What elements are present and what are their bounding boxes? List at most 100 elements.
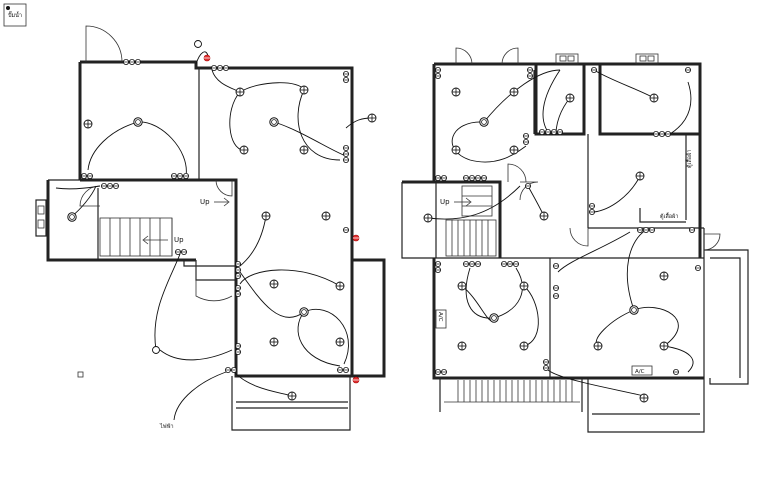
wire [669, 81, 692, 135]
ground-floor-plan: Up Up [35, 25, 386, 431]
meter-label: ไฟฟ้า [159, 423, 174, 430]
wire [154, 253, 181, 351]
wall [401, 182, 434, 259]
door-swing [215, 179, 233, 197]
legend: ปั๊มน้ำ [3, 3, 27, 27]
ac-label-2: A/C [631, 365, 653, 376]
wall [639, 208, 686, 223]
wire [303, 308, 349, 365]
wall-light-icon [451, 87, 461, 97]
ceiling-light-icon [629, 305, 639, 315]
wire [297, 89, 341, 161]
wall [46, 180, 196, 262]
wire [239, 82, 305, 93]
meter-box [35, 199, 47, 237]
wire [595, 309, 635, 347]
door-swing [569, 227, 589, 247]
wardrobe-label: ตู้เสื้อผ้า [660, 212, 678, 220]
stair-1 [99, 217, 173, 257]
door-swing [507, 163, 527, 183]
door-swing [85, 25, 123, 63]
wire [633, 306, 679, 347]
door-swing [703, 233, 721, 251]
wall-light-icon [457, 281, 467, 291]
stair-arrow-head [465, 197, 472, 207]
wall [80, 60, 354, 260]
ceiling-light-icon [299, 307, 309, 317]
wire [557, 231, 631, 273]
wall-light-icon [269, 279, 279, 289]
stair-up-label: Up [440, 198, 450, 206]
wall-light-icon [335, 337, 345, 347]
stair-up-label: Up [174, 236, 184, 244]
door-swing [455, 47, 473, 65]
balcony-railing [444, 380, 580, 403]
wall-light-icon [659, 341, 669, 351]
wall-light-icon [635, 171, 645, 181]
wall-light-icon [239, 145, 249, 155]
wall-light-icon [565, 93, 575, 103]
balcony [710, 257, 741, 378]
wire [593, 175, 641, 213]
stair-up-label: Up [200, 198, 210, 206]
wire [273, 121, 347, 157]
ac-label-1: A/C [435, 309, 447, 329]
wire [137, 121, 187, 177]
svg-text:A/C: A/C [437, 312, 443, 322]
meter-box-slot [37, 219, 45, 229]
wall [402, 180, 502, 258]
wire [451, 121, 527, 163]
wall [432, 258, 704, 380]
ceiling-light-icon [133, 117, 143, 127]
wire [297, 311, 341, 367]
wall-light-icon [639, 393, 649, 403]
wire [663, 345, 694, 373]
garden-light-icon [152, 346, 160, 354]
wire [527, 185, 545, 217]
wall-light-icon [269, 337, 279, 347]
ceiling-light-icon [269, 117, 279, 127]
stair-arrow-head [223, 197, 230, 207]
wall [536, 62, 702, 258]
wall-light-icon [539, 211, 549, 221]
wall-light-icon [509, 145, 519, 155]
stair-2 [445, 185, 497, 257]
wire [173, 369, 233, 421]
wall-light-icon [321, 211, 331, 221]
switch-group-icon [81, 59, 350, 374]
red-socket-icon [352, 376, 360, 384]
wire [626, 229, 647, 311]
wire [547, 369, 645, 397]
wall-light-icon [83, 119, 93, 129]
wire [239, 269, 341, 287]
balcony [587, 378, 705, 433]
wire [229, 91, 245, 151]
switch-group-icon [434, 67, 701, 376]
wall-light-icon [649, 93, 659, 103]
garden-light-icon [194, 40, 202, 48]
wire [239, 215, 267, 267]
door-swing [501, 47, 519, 65]
wall [195, 260, 236, 281]
window-unit [635, 53, 659, 65]
ceiling-light-icon [67, 212, 77, 222]
wall-light-icon [367, 113, 377, 123]
upper-floor-plan: Up A/C A/C ตู้เสื้อผ้า ตู้เสื้อผ้า [401, 47, 749, 433]
wall-light-icon [335, 281, 345, 291]
outdoor-socket-icon [77, 371, 84, 378]
wire [87, 121, 139, 171]
pump-icon [6, 6, 10, 10]
wall-light-icon [299, 145, 309, 155]
legend-box [3, 3, 27, 27]
porch-wall [231, 376, 351, 431]
red-socket-icon [352, 234, 360, 242]
wall [80, 178, 238, 260]
wall-light-icon [299, 85, 309, 95]
wall-light-icon [423, 213, 433, 223]
wire [231, 369, 293, 397]
wall-light-icon [509, 87, 519, 97]
wall-light-icon [451, 145, 461, 155]
wall-light-icon [519, 281, 529, 291]
wire [523, 285, 539, 347]
